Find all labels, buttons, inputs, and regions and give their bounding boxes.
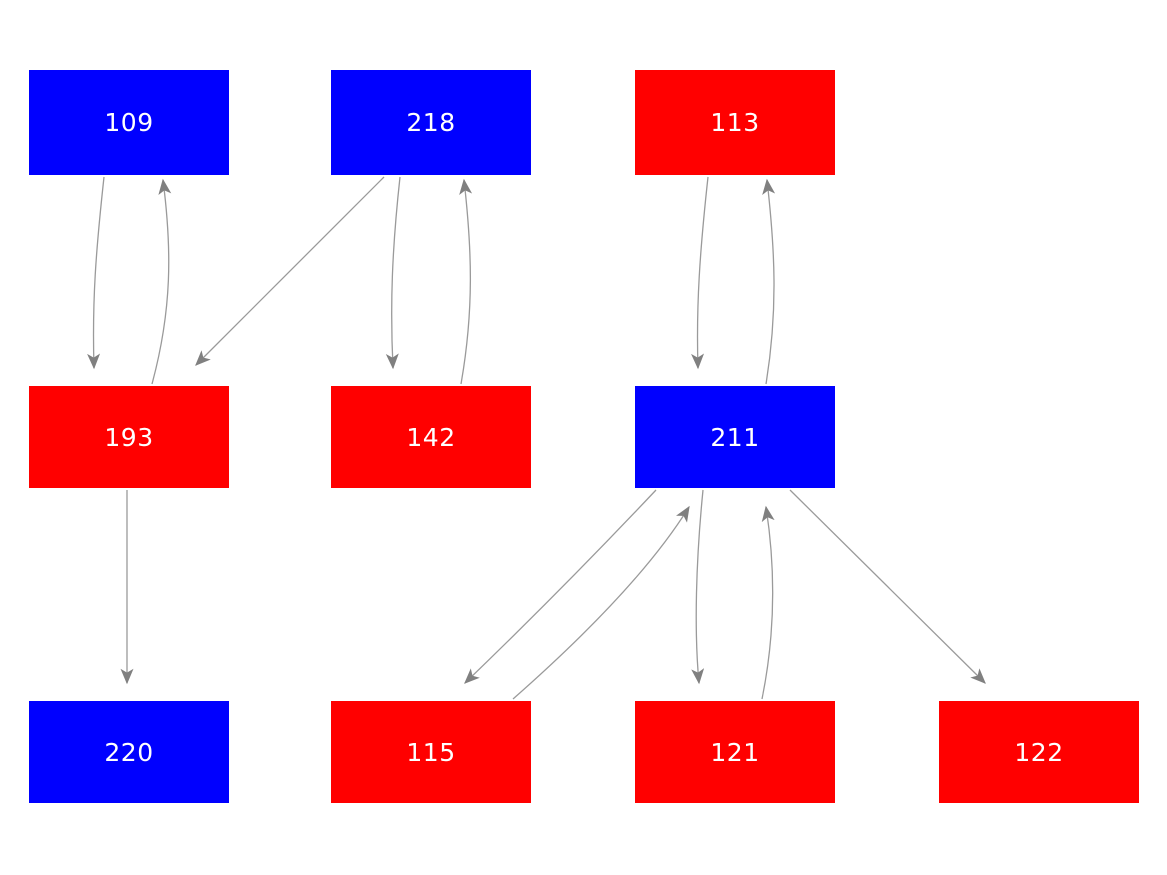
node-label: 211 [710, 422, 760, 452]
edge-115-to-211 [512, 505, 690, 700]
node-218[interactable]: 218 [331, 70, 531, 175]
edge-211-to-122 [789, 489, 986, 684]
node-115[interactable]: 115 [331, 701, 531, 803]
node-193[interactable]: 193 [29, 386, 229, 488]
node-label: 109 [104, 108, 154, 137]
edge-113-to-211 [691, 176, 709, 370]
node-220[interactable]: 220 [29, 701, 229, 803]
node-label: 220 [104, 737, 154, 767]
edge-211-to-113 [762, 178, 776, 385]
node-121[interactable]: 121 [635, 701, 835, 803]
edge-109-to-193 [87, 176, 105, 370]
node-122[interactable]: 122 [939, 701, 1139, 803]
node-label: 115 [406, 737, 456, 767]
node-label: 142 [406, 422, 456, 452]
edge-218-to-193 [195, 176, 385, 366]
node-label: 122 [1014, 737, 1064, 767]
node-211[interactable]: 211 [635, 386, 835, 488]
node-label: 193 [104, 422, 154, 452]
edge-211-to-115 [464, 489, 657, 684]
edge-121-to-211 [761, 505, 775, 700]
edge-193-to-109 [151, 178, 172, 385]
node-142[interactable]: 142 [331, 386, 531, 488]
edge-211-to-121 [691, 489, 705, 685]
node-109[interactable]: 109 [29, 70, 229, 175]
node-label: 121 [710, 737, 760, 767]
edge-142-to-218 [459, 178, 473, 385]
node-label: 218 [406, 108, 456, 137]
edge-218-to-142 [385, 176, 401, 370]
node-113[interactable]: 113 [635, 70, 835, 175]
node-label: 113 [710, 108, 760, 137]
